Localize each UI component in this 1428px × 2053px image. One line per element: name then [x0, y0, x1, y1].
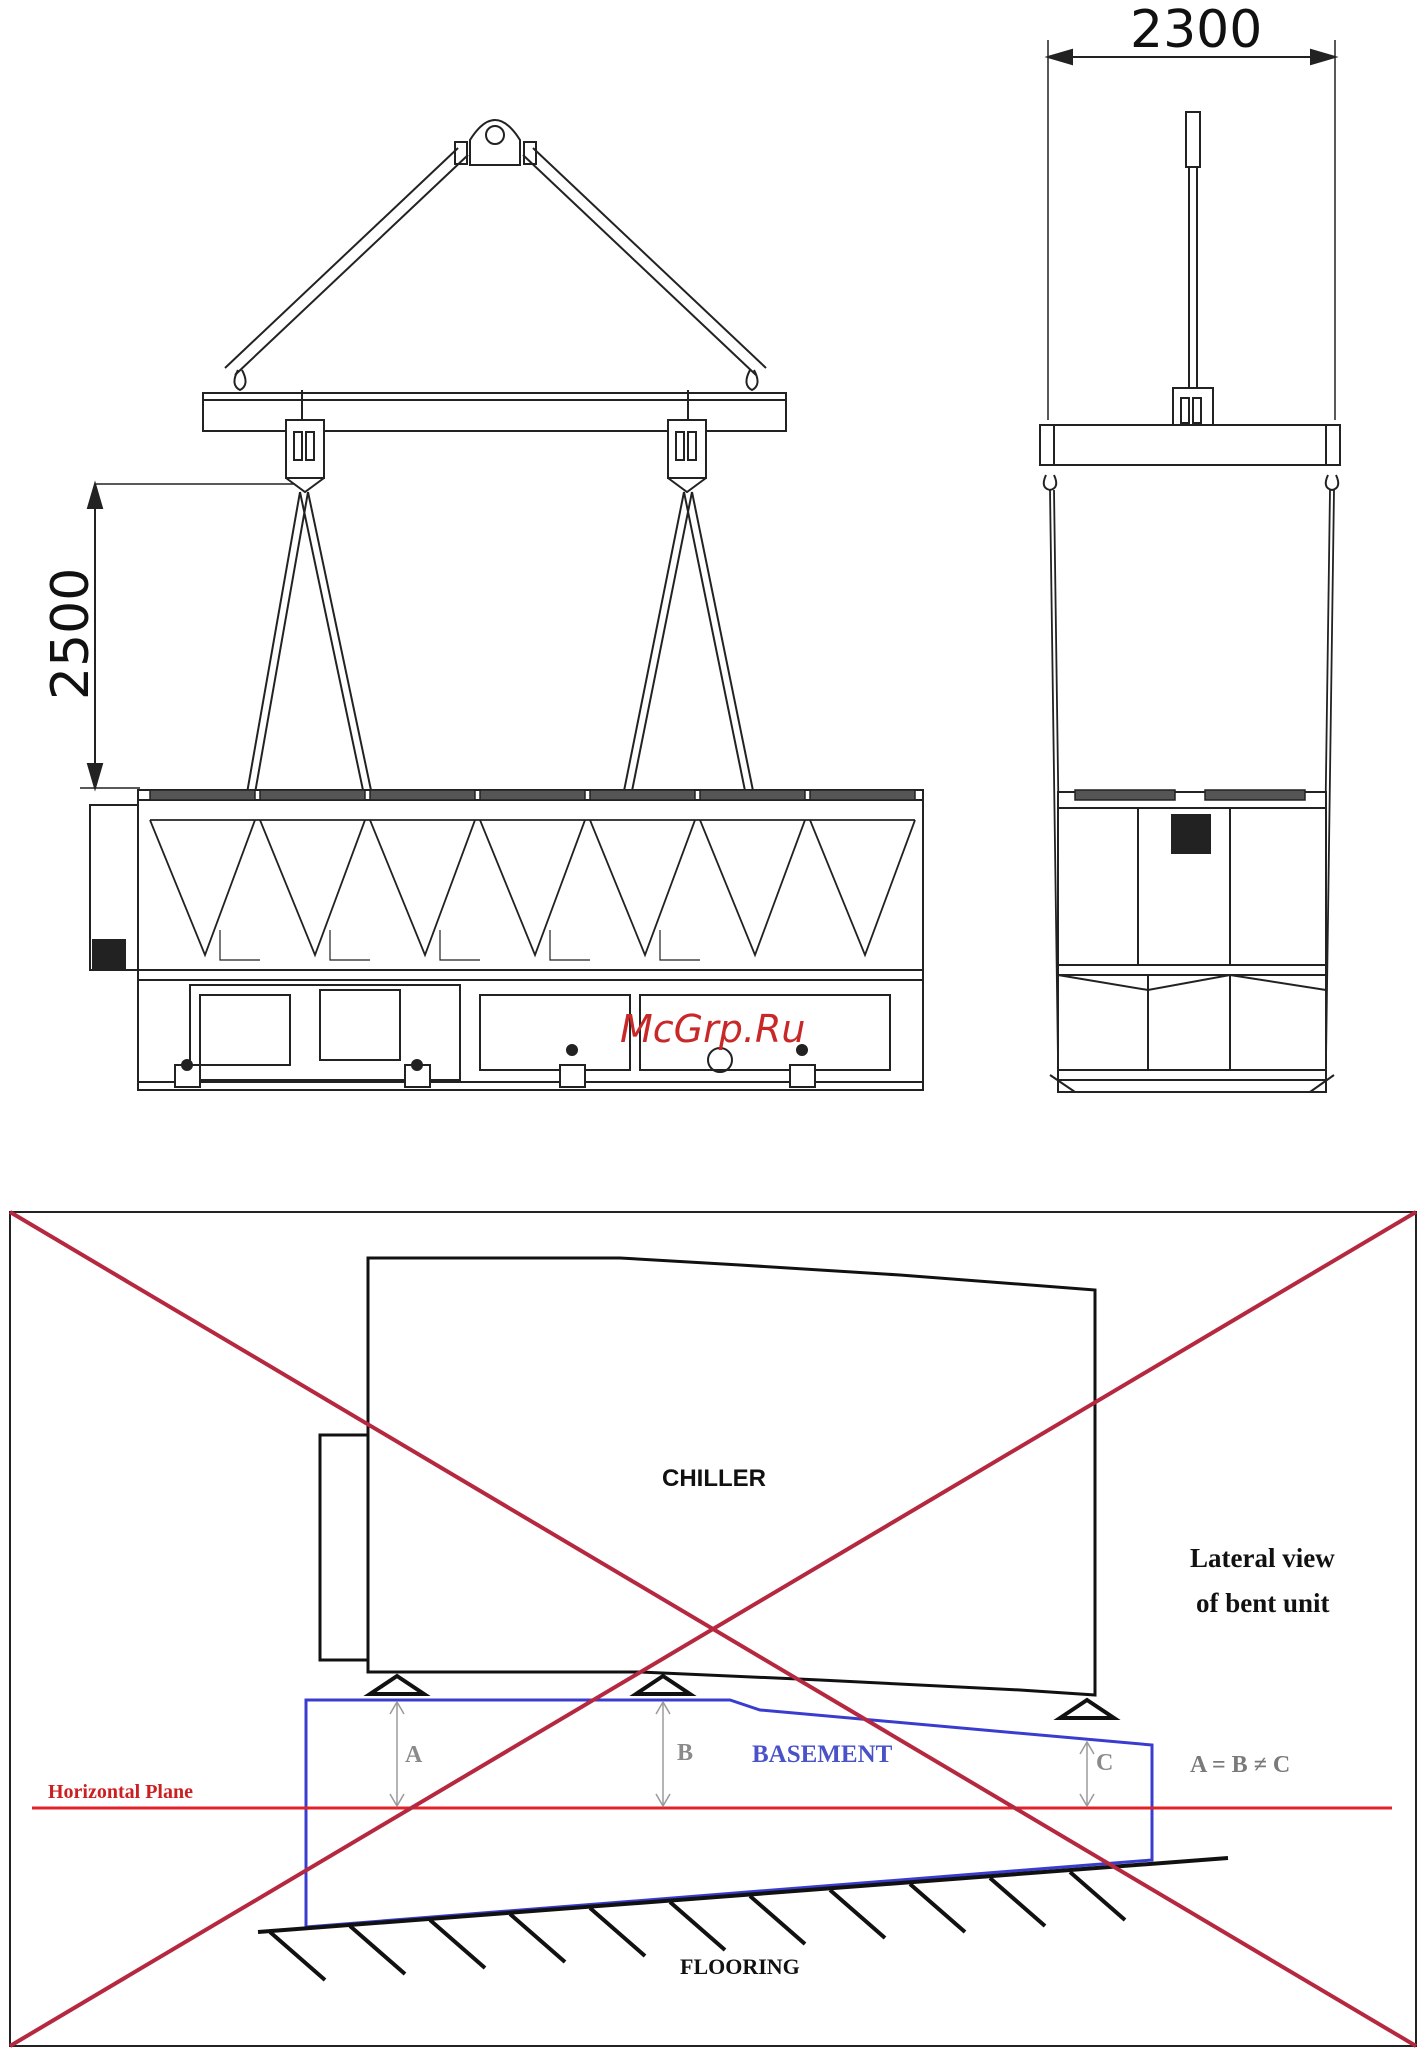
watermark-text: McGrp.Ru	[620, 1007, 805, 1051]
support-foot-b	[636, 1676, 690, 1694]
side-lifting-view	[1040, 40, 1340, 1092]
chiller-label: CHILLER	[662, 1465, 766, 1492]
label-b: B	[677, 1740, 693, 1766]
label-c: C	[1096, 1750, 1113, 1776]
bent-unit-diagram	[10, 1212, 1416, 2046]
chiller-side-box	[320, 1435, 368, 1660]
label-a: A	[405, 1742, 423, 1768]
flooring-line	[258, 1858, 1228, 1932]
support-foot-c	[1060, 1700, 1114, 1718]
basement-label: BASEMENT	[752, 1741, 893, 1768]
lateral-view-line1: Lateral view	[1190, 1543, 1335, 1573]
width-dimension-label: 2300	[1130, 0, 1262, 60]
horizontal-plane-label: Horizontal Plane	[48, 1781, 193, 1803]
height-dimension-label: 2500	[41, 568, 101, 700]
support-foot-a	[370, 1676, 424, 1694]
lateral-view-line2: of bent unit	[1196, 1588, 1330, 1618]
flooring-label: FLOORING	[680, 1954, 800, 1979]
equation-label: A = B ≠ C	[1190, 1752, 1290, 1778]
front-lifting-view	[80, 120, 923, 1090]
